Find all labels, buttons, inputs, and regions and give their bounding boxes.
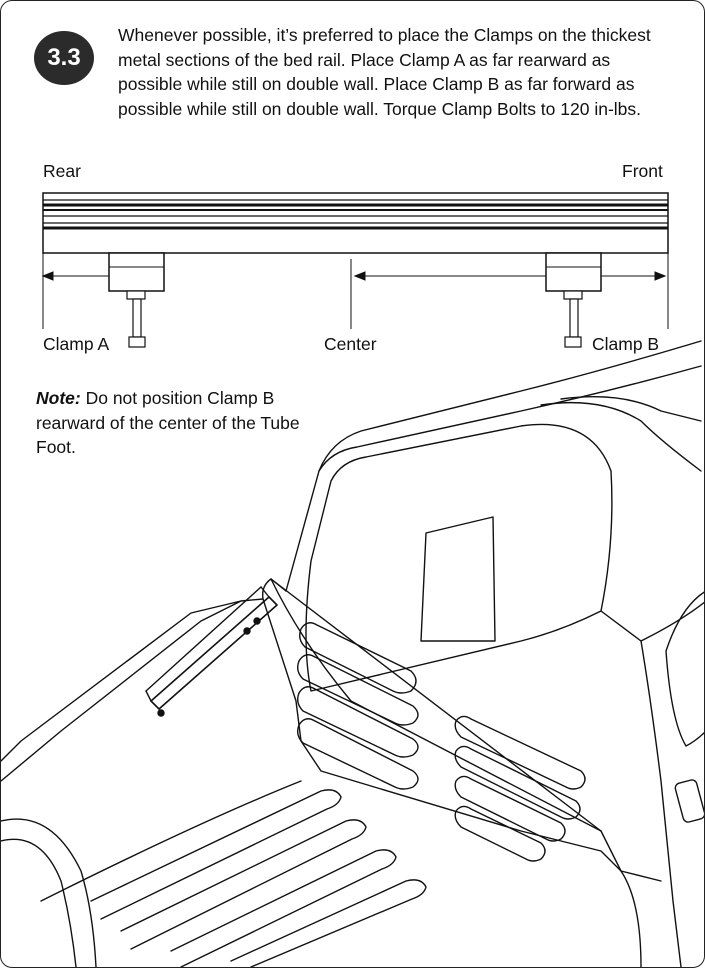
rear-window [305, 423, 613, 692]
mounted-rail-bracket [150, 596, 278, 710]
dimension-arrow-center [353, 271, 546, 281]
dimension-arrow-rear [41, 271, 109, 281]
clamp-b-graphic [545, 252, 602, 348]
note-body: Do not position Clamp B rearward of the … [36, 388, 300, 457]
rear-label: Rear [43, 161, 81, 181]
front-label: Front [622, 161, 663, 181]
note-text: Note: Do not position Clamp B rearward o… [36, 386, 336, 460]
clamp-a-label: Clamp A [43, 334, 110, 354]
bed-rail-diagram [41, 192, 669, 348]
clamp-b-label: Clamp B [592, 334, 660, 354]
side-window [665, 591, 704, 747]
note-prefix: Note: [36, 388, 81, 408]
wheel-well [1, 838, 77, 967]
step-number-badge: 3.3 [34, 31, 94, 85]
door-handle [674, 779, 704, 823]
clamp-a-graphic [108, 252, 165, 348]
center-label: Center [324, 334, 377, 354]
step-instruction-text: Whenever possible, it’s preferred to pla… [118, 25, 651, 119]
dimension-arrow-front [601, 271, 667, 281]
